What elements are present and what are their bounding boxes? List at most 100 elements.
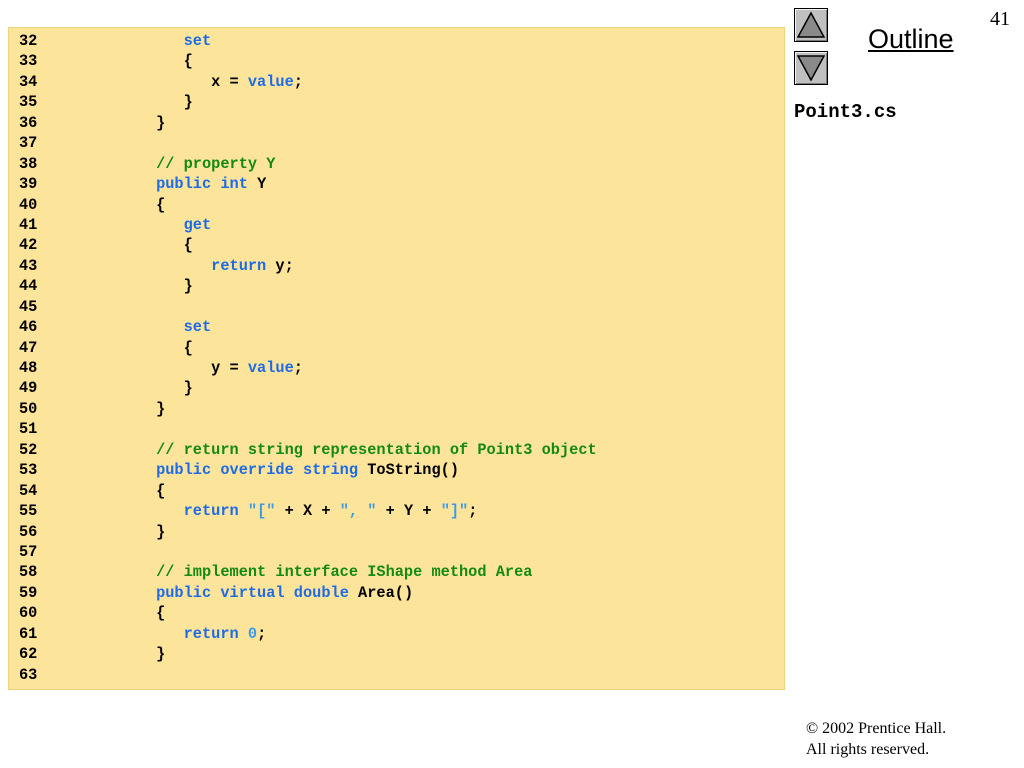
code-line: 59 public virtual double Area(): [19, 583, 597, 603]
line-number: 53: [19, 461, 38, 480]
code-text: Area(): [348, 583, 414, 602]
code-keyword: return: [183, 502, 239, 521]
code-text: Y: [247, 175, 267, 194]
code-text: {: [101, 338, 193, 357]
line-number: 35: [19, 93, 38, 112]
line-number: 60: [19, 604, 38, 623]
code-line: 57: [19, 542, 597, 562]
code-comment: // property Y: [156, 154, 276, 173]
code-text: {: [101, 604, 166, 623]
code-text: [294, 461, 303, 479]
line-number: 63: [19, 665, 38, 684]
code-text: [101, 563, 156, 581]
code-keyword: string: [302, 461, 359, 480]
line-number: 32: [19, 32, 38, 50]
code-comment: // implement interface IShape method Are…: [156, 563, 533, 582]
triangle-up-icon: [797, 11, 825, 38]
code-keyword: public: [156, 461, 212, 480]
copyright-notice: © 2002 Prentice Hall. All rights reserve…: [806, 718, 946, 760]
code-literal: ", ": [339, 502, 377, 521]
line-number: 43: [19, 256, 38, 275]
code-text: }: [101, 379, 193, 398]
code-text: }: [101, 522, 166, 541]
code-text: }: [101, 277, 193, 296]
code-keyword: set: [183, 318, 212, 337]
code-text: }: [101, 113, 166, 132]
code-literal: "[": [247, 502, 276, 521]
line-number: 39: [19, 175, 38, 194]
next-slide-button[interactable]: [794, 51, 828, 85]
copyright-symbol: ©: [806, 720, 819, 737]
line-number: 46: [19, 318, 38, 337]
slide-number: 41: [990, 8, 1010, 30]
code-keyword: value: [247, 359, 294, 377]
line-number: 49: [19, 379, 38, 398]
code-text: {: [101, 481, 166, 500]
code-keyword: return: [211, 256, 267, 275]
code-line: 42 {: [19, 235, 597, 255]
code-line: 37: [19, 133, 597, 153]
code-text: }: [101, 399, 166, 418]
line-number: 55: [19, 502, 38, 521]
code-keyword: set: [183, 32, 212, 50]
line-number: 45: [19, 297, 38, 316]
code-line: 54 {: [19, 481, 597, 501]
line-number: 51: [19, 420, 38, 439]
line-number: 59: [19, 583, 38, 602]
line-number: 54: [19, 481, 38, 500]
line-number: 37: [19, 134, 38, 153]
code-line: 33 {: [19, 51, 597, 71]
code-line: 47 {: [19, 338, 597, 358]
code-comment: // return string representation of Point…: [156, 440, 597, 459]
line-number: 58: [19, 563, 38, 582]
code-text: {: [101, 195, 166, 214]
line-number: 38: [19, 154, 38, 173]
code-line: 36 }: [19, 113, 597, 133]
code-line: 53 public override string ToString(): [19, 460, 597, 480]
code-line: 50 }: [19, 399, 597, 419]
code-text: [101, 502, 184, 520]
code-keyword: virtual: [220, 583, 285, 602]
code-line: 34 x = value;: [19, 72, 597, 92]
code-text: {: [101, 236, 193, 255]
code-text: [101, 216, 184, 234]
file-name-label: Point3.cs: [794, 101, 897, 123]
code-text: [211, 461, 220, 479]
code-text: x =: [101, 72, 248, 91]
code-keyword: int: [220, 175, 248, 194]
code-text: [101, 175, 156, 193]
code-text: + X +: [275, 502, 340, 521]
line-number: 44: [19, 277, 38, 296]
code-text: [239, 502, 248, 520]
code-line: 35 }: [19, 92, 597, 112]
line-number: 48: [19, 359, 38, 377]
line-number: 52: [19, 440, 38, 459]
copyright-line: © 2002 Prentice Hall.: [806, 718, 946, 739]
previous-slide-button[interactable]: [794, 8, 828, 42]
code-keyword: override: [220, 461, 294, 480]
code-line: 43 return y;: [19, 256, 597, 276]
code-text: [101, 441, 156, 459]
code-line: 56 }: [19, 522, 597, 542]
code-text: + Y +: [376, 502, 441, 521]
code-text: y =: [101, 359, 248, 377]
code-line: 48 y = value;: [19, 358, 597, 378]
code-keyword: value: [247, 72, 294, 91]
code-line: 39 public int Y: [19, 174, 597, 194]
code-line: 46 set: [19, 317, 597, 337]
copyright-text: 2002 Prentice Hall.: [818, 720, 947, 737]
code-text: [101, 318, 184, 336]
line-number: 33: [19, 52, 38, 71]
code-text: [285, 584, 294, 602]
code-text: {: [101, 52, 193, 71]
code-text: [101, 155, 156, 173]
outline-link[interactable]: Outline: [868, 24, 954, 54]
rights-reserved-text: All rights reserved.: [806, 741, 930, 758]
line-number: 61: [19, 624, 38, 643]
code-keyword: return: [183, 624, 239, 643]
code-text: ;: [293, 359, 303, 377]
line-number: 36: [19, 113, 38, 132]
code-text: ;: [257, 624, 267, 643]
code-line: 41 get: [19, 215, 597, 235]
